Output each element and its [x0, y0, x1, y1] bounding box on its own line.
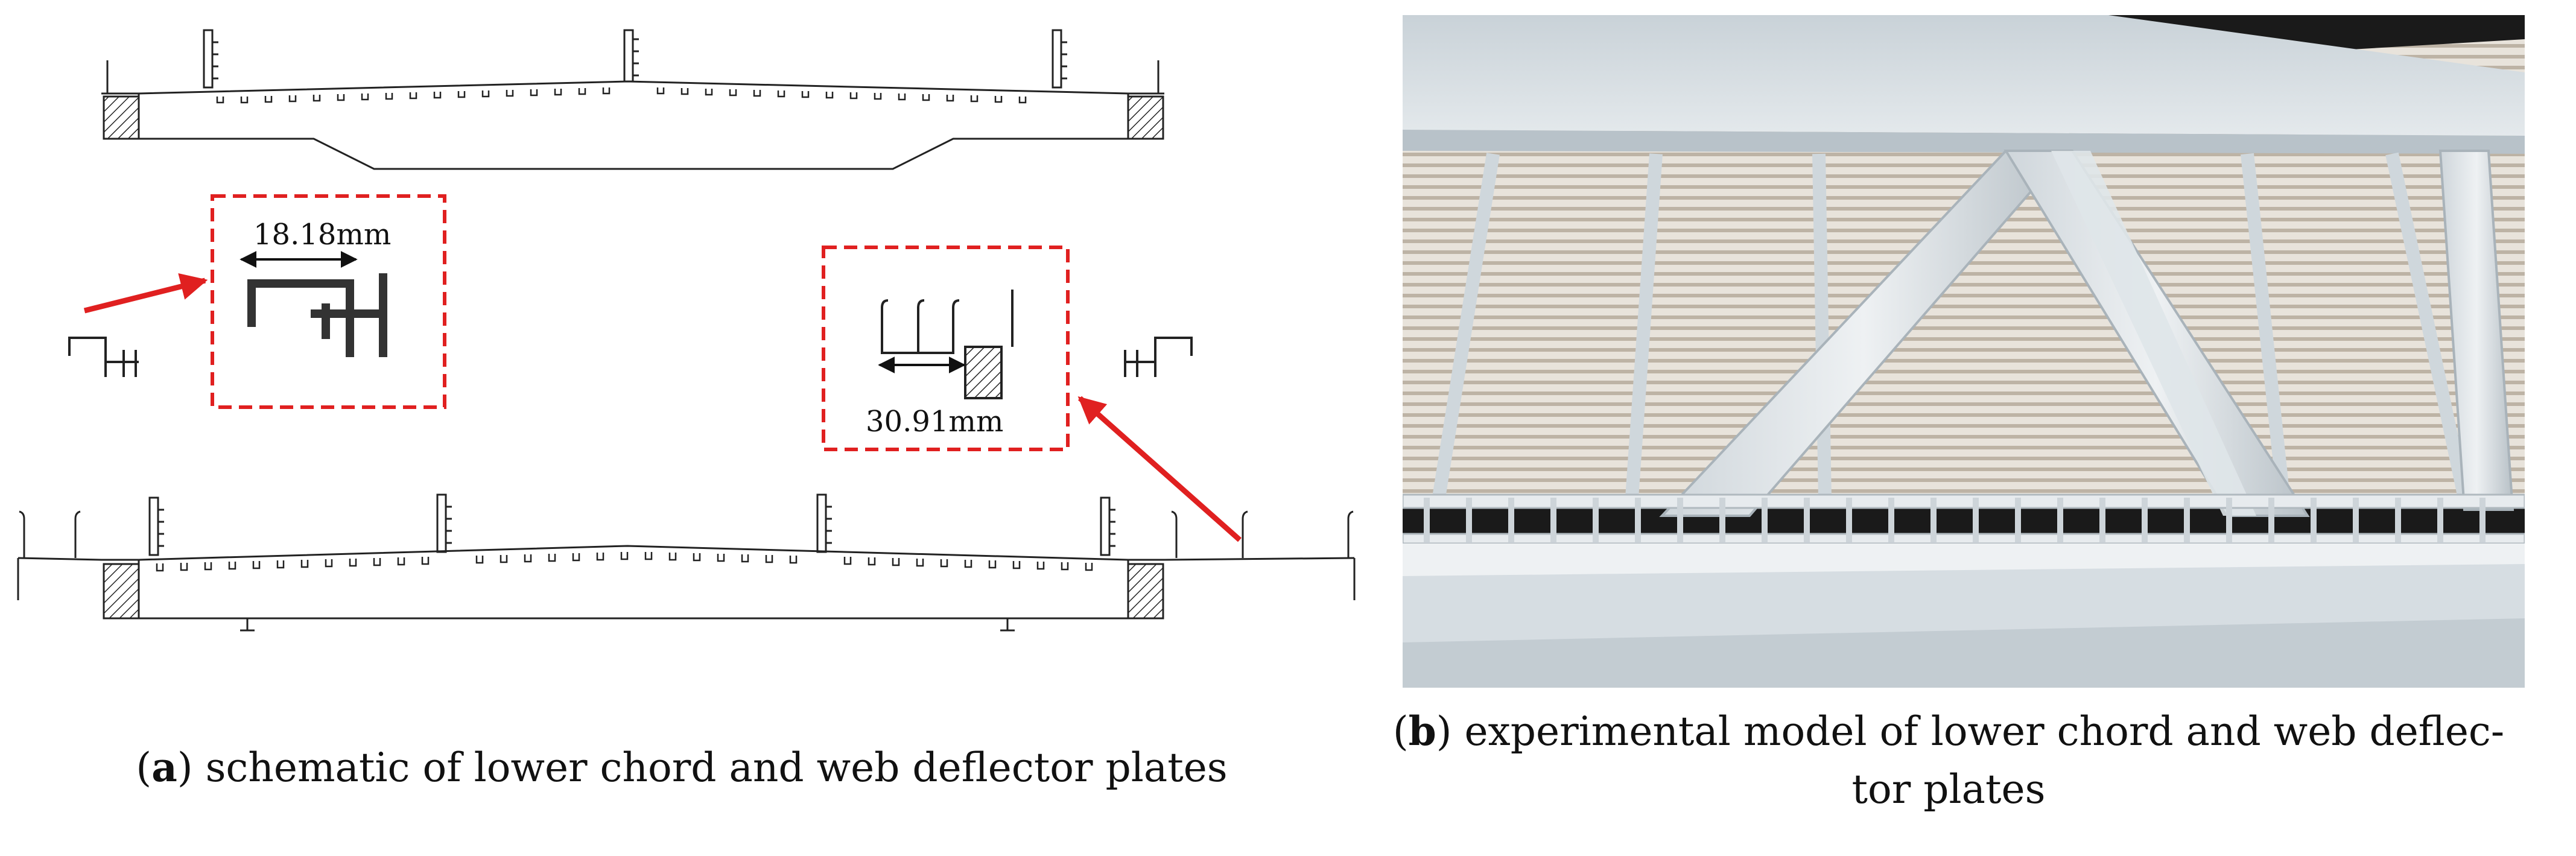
panel-b-photo: (b) experimental model of lower chord an…: [1382, 0, 2576, 856]
top-railings: [203, 29, 1067, 89]
bottom-railings: [148, 493, 1115, 556]
red-arrow-icon: [83, 273, 208, 314]
caption-a-letter: a: [151, 744, 177, 791]
panel-a-schematic: 18.18mm 30.91mm: [17, 29, 1356, 791]
schematic-svg: 18.18mm 30.91mm: [17, 29, 1356, 632]
top-cross-section: [101, 29, 1164, 170]
bottom-cross-section: [17, 493, 1356, 632]
red-arrow-icon: [1077, 396, 1242, 542]
caption-b-text-line1: experimental model of lower chord and we…: [1464, 708, 2505, 755]
caption-a: (a) schematic of lower chord and web def…: [136, 744, 1228, 791]
right-section-glyph: [1124, 337, 1193, 377]
caption-b: (b) experimental model of lower chord an…: [1324, 703, 2573, 818]
caption-b-letter: b: [1408, 708, 1436, 755]
bottom-deck-ribs: [156, 552, 1093, 572]
hatched-block-icon: [964, 346, 1003, 399]
callout-box-right: 30.91mm: [822, 246, 1070, 451]
model-photo-svg: [1403, 15, 2525, 688]
callout-left-dimension: 18.18mm: [253, 218, 391, 252]
caption-a-text: schematic of lower chord and web deflect…: [205, 744, 1228, 791]
callout-box-left: 18.18mm: [211, 194, 446, 409]
callout-right-dimension: 30.91mm: [866, 405, 1003, 439]
left-section-glyph: [68, 337, 139, 377]
top-deck-ribs: [216, 87, 1027, 104]
caption-b-text-line2: tor plates: [1851, 766, 2046, 813]
